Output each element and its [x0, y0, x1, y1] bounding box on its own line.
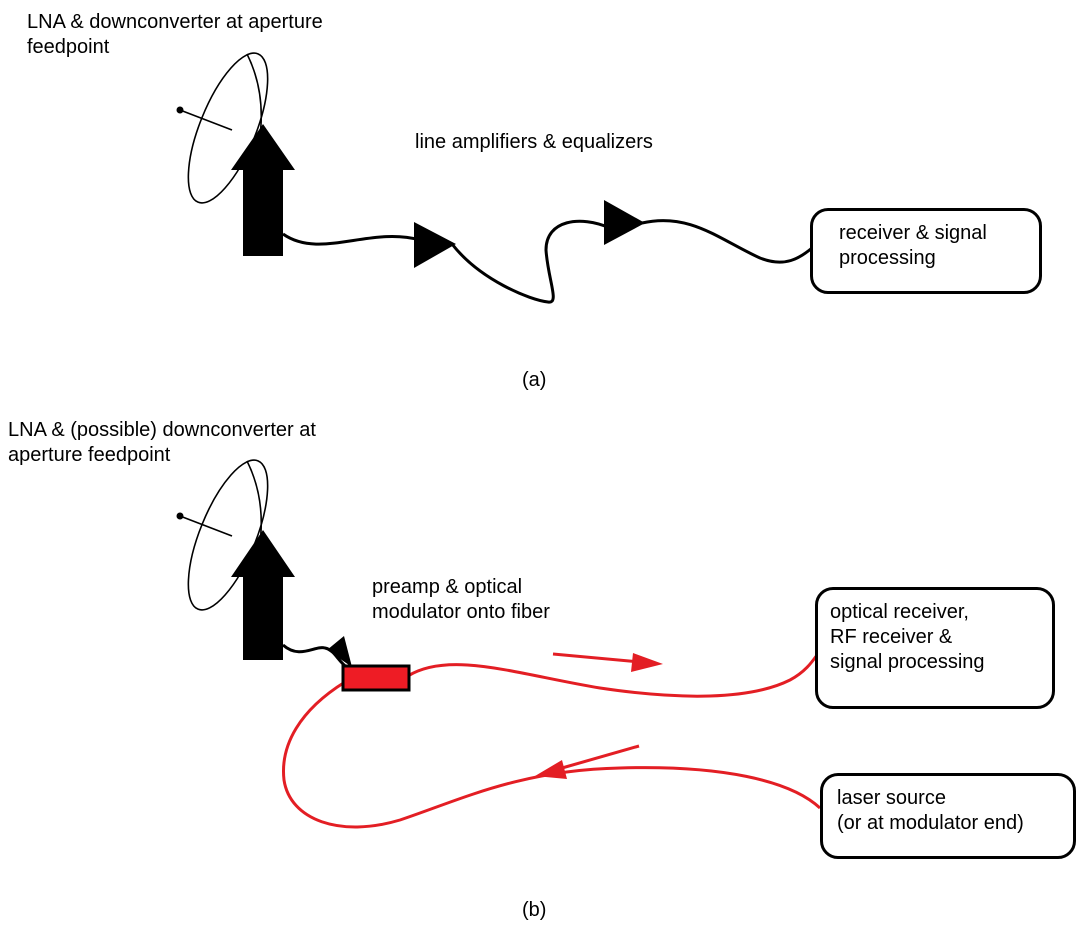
panel-b-mast-arrow: [231, 530, 295, 660]
dish-feed-point: [176, 512, 184, 520]
optical-receiver-box: optical receiver, RF receiver & signal p…: [815, 587, 1055, 709]
panel-a-cable-2: [450, 219, 611, 304]
line-amplifiers-label: line amplifiers & equalizers: [415, 131, 653, 153]
box-line: signal processing: [830, 651, 985, 673]
panel-b-dish-antenna: [176, 459, 269, 611]
label-line: LNA & downconverter at aperture: [27, 11, 323, 33]
panel-b-preamp-cable: [282, 643, 349, 670]
line-amplifier-1: [414, 222, 456, 268]
label-line: preamp & optical: [372, 576, 523, 598]
optical-modulator: [341, 664, 411, 692]
panel-a-cable-1: [282, 232, 421, 246]
forward-arrow-shaft: [552, 652, 641, 664]
box-line: laser source: [837, 787, 946, 809]
panel-b-feedpoint-label: LNA & (possible) downconverter at apertu…: [8, 418, 316, 468]
box-line: receiver & signal: [839, 222, 987, 244]
panel-a-cable-3: [641, 219, 813, 264]
dish-feed-arm: [179, 109, 233, 131]
box-line: RF receiver &: [830, 626, 953, 648]
fiber-to-receiver: [407, 654, 819, 698]
laser-source-box: laser source (or at modulator end): [820, 773, 1076, 859]
preamp-triangle: [327, 636, 352, 667]
return-arrow-shaft: [554, 744, 640, 772]
panel-a-feedpoint-label: LNA & downconverter at aperture feedpoin…: [27, 10, 323, 60]
label-line: modulator onto fiber: [372, 601, 550, 623]
receiver-box: receiver & signal processing: [810, 208, 1042, 294]
modulator-label: preamp & optical modulator onto fiber: [372, 575, 550, 625]
dish-feed-arm: [179, 515, 233, 537]
fiber-from-laser: [282, 680, 822, 829]
return-arrow-head: [535, 760, 567, 779]
panel-b-caption: (b): [522, 899, 547, 921]
line-amplifier-2: [604, 200, 645, 245]
forward-arrow-head: [631, 653, 663, 672]
box-line: processing: [839, 247, 936, 269]
dish-feed-point: [176, 106, 184, 114]
label-line: feedpoint: [27, 36, 110, 58]
box-line: optical receiver,: [830, 601, 969, 623]
panel-a-mast-arrow: [231, 124, 295, 256]
label-line: LNA & (possible) downconverter at: [8, 419, 316, 441]
label-line: aperture feedpoint: [8, 444, 171, 466]
panel-a-caption: (a): [522, 369, 547, 391]
box-line: (or at modulator end): [837, 812, 1024, 834]
